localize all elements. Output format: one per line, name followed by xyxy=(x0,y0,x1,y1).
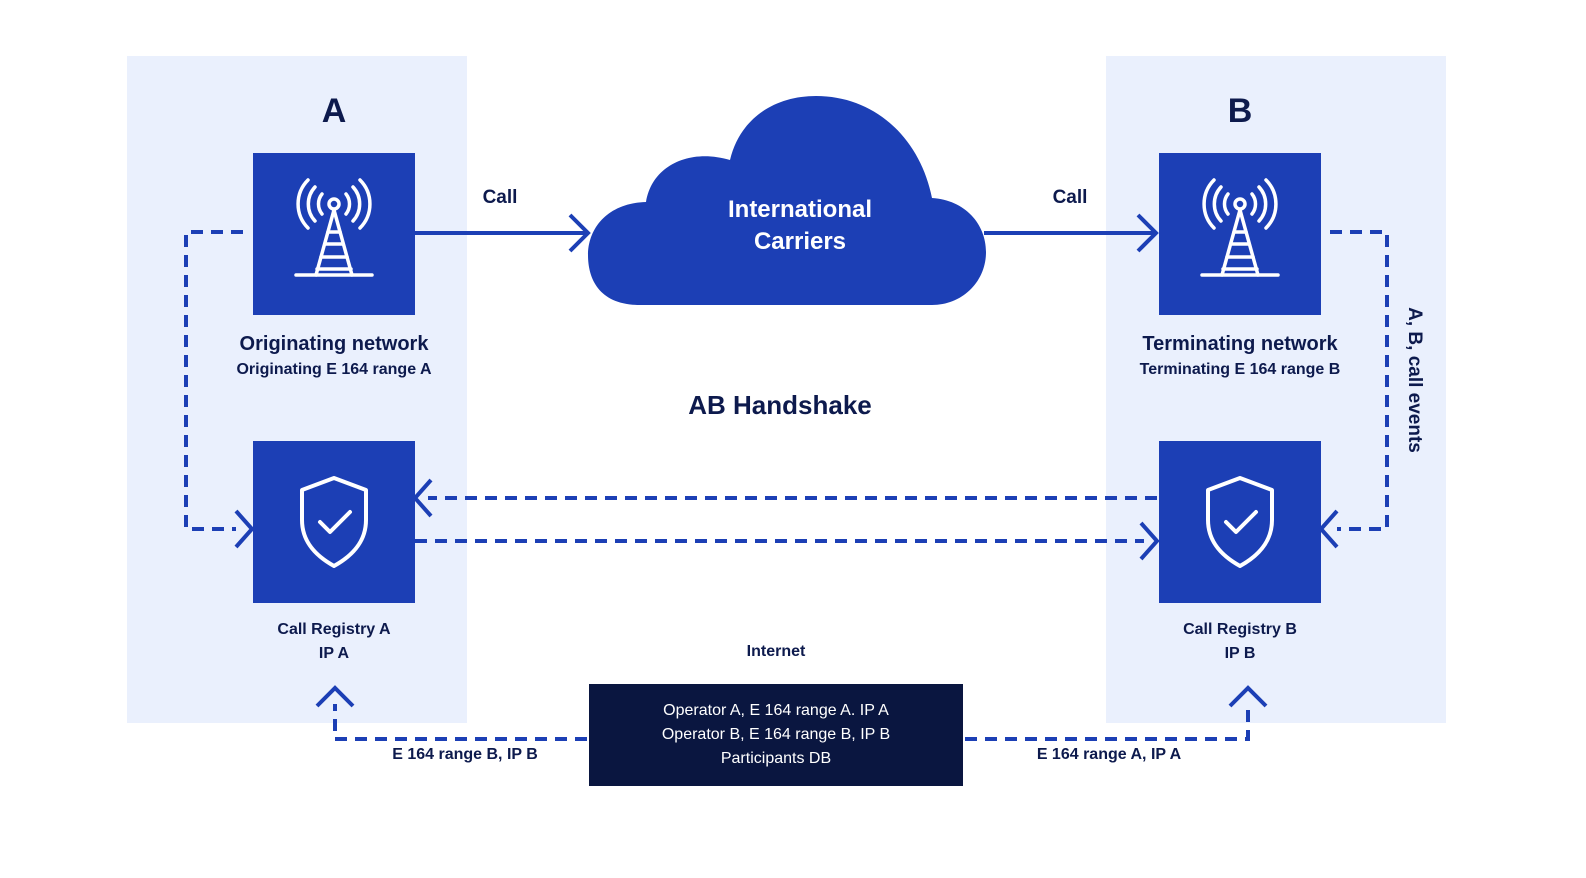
event-link-a xyxy=(184,230,243,531)
arrowhead-db-b xyxy=(1228,685,1268,708)
call-events-edge-label: A, B, call events xyxy=(1404,307,1425,453)
originating-network-title: Originating network xyxy=(239,333,429,355)
db-link-a xyxy=(333,704,587,741)
terminating-network-title: Terminating network xyxy=(1142,333,1338,355)
call-registry-b-label: Call Registry B xyxy=(1183,621,1297,638)
terminating-network-subtitle: Terminating E 164 range B xyxy=(1139,361,1341,378)
arrowhead-db-a xyxy=(315,685,355,708)
originating-network-subtitle: Originating E 164 range A xyxy=(236,361,432,378)
call-registry-b-node xyxy=(1159,441,1321,603)
db-edge-label-right: E 164 range A, IP A xyxy=(1036,746,1182,763)
cell-tower-icon xyxy=(294,178,374,277)
participants-db-line-1: Operator A, E 164 range A. IP A xyxy=(663,702,889,719)
cloud-label-line-1: International xyxy=(727,196,872,223)
arrowhead-registry-b-incoming xyxy=(1139,521,1160,561)
cell-tower-icon xyxy=(1200,178,1280,277)
participants-db-line-3: Participants DB xyxy=(720,750,832,767)
db-link-b xyxy=(965,704,1250,741)
diagram-center-title: AB Handshake xyxy=(688,390,872,420)
call-registry-b-ip: IP B xyxy=(1224,645,1256,662)
terminating-network-node xyxy=(1159,153,1321,315)
call-registry-a-label: Call Registry A xyxy=(277,621,391,638)
shield-check-icon xyxy=(1206,476,1274,568)
event-link-b xyxy=(1330,230,1389,531)
party-a-letter: A xyxy=(321,92,347,130)
cloud-label-line-2: Carriers xyxy=(753,228,847,255)
call-registry-a-ip: IP A xyxy=(318,645,350,662)
arrowhead-registry-b-right xyxy=(1318,509,1339,549)
party-b-letter: B xyxy=(1227,92,1253,130)
international-carriers-cloud xyxy=(588,96,986,305)
international-carriers-label: International Carriers xyxy=(680,194,920,258)
arrowhead-registry-a-incoming xyxy=(412,478,433,518)
call-arrowhead-right xyxy=(1136,213,1159,253)
shield-check-icon xyxy=(300,476,368,568)
participants-db-node: Operator A, E 164 range A. IP A Operator… xyxy=(589,684,963,786)
db-edge-label-left: E 164 range B, IP B xyxy=(392,746,538,763)
call-registry-a-node xyxy=(253,441,415,603)
call-edge-label-left: Call xyxy=(482,187,518,208)
call-edge-label-right: Call xyxy=(1052,187,1088,208)
arrowhead-registry-a-left xyxy=(234,509,255,549)
internet-label: Internet xyxy=(746,643,806,660)
originating-network-node xyxy=(253,153,415,315)
dashed-connectors xyxy=(184,230,1389,741)
call-arrowhead-left xyxy=(568,213,591,253)
participants-db-line-2: Operator B, E 164 range B, IP B xyxy=(661,726,891,743)
